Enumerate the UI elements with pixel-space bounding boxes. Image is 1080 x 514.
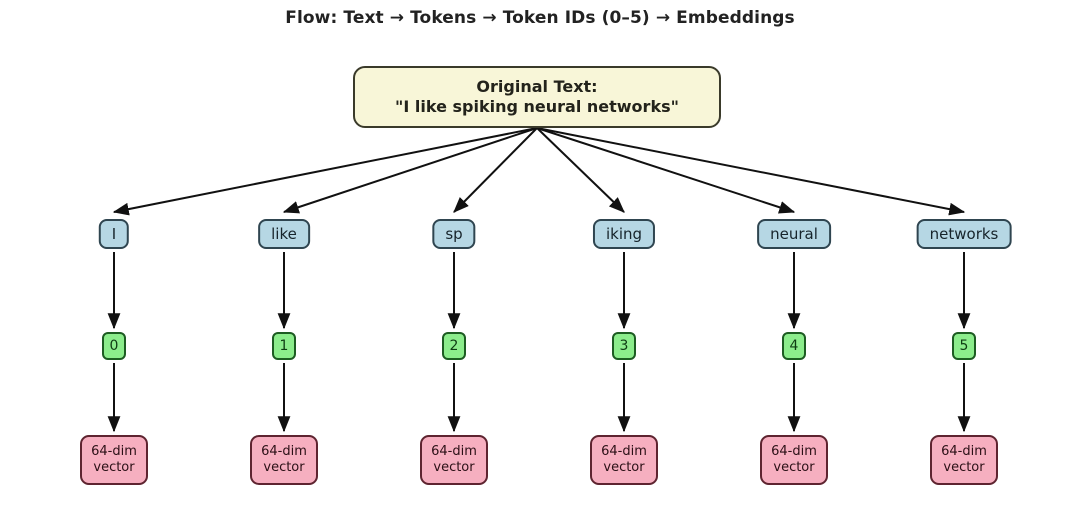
token-id-label: 2 — [449, 338, 459, 354]
token-label: neural — [770, 225, 818, 243]
token-label: I — [111, 225, 117, 243]
embedding-vector-word: vector — [433, 460, 475, 475]
token-id-label: 1 — [279, 338, 289, 354]
token-box: neural — [757, 219, 831, 249]
embedding-vector-dim: 64-dim — [91, 444, 137, 460]
embedding-vector-dim: 64-dim — [431, 444, 477, 460]
embedding-vector-word: vector — [263, 460, 305, 475]
embedding-vector-dim: 64-dim — [261, 444, 307, 460]
embedding-vector-word: vector — [773, 460, 815, 475]
token-box: I — [98, 219, 130, 249]
token-id-label: 0 — [109, 338, 119, 354]
embedding-vector-dim: 64-dim — [601, 444, 647, 460]
token-label: iking — [605, 225, 643, 243]
fanout-arrow — [112, 127, 538, 216]
fanout-arrow — [536, 127, 796, 214]
embedding-vector-dim: 64-dim — [941, 444, 987, 460]
token-id-box: 5 — [952, 332, 976, 360]
fanout-arrow — [282, 127, 538, 214]
token-label: sp — [445, 225, 463, 243]
token-id-box: 1 — [272, 332, 296, 360]
token-id-box: 0 — [102, 332, 126, 360]
embedding-vector-word: vector — [93, 460, 135, 475]
token-id-box: 2 — [442, 332, 466, 360]
original-text-value: "I like spiking neural networks" — [395, 97, 679, 116]
id-to-vector-arrow-group — [107, 363, 971, 433]
embedding-vector-dim: 64-dim — [771, 444, 817, 460]
embedding-vector-word: vector — [603, 460, 645, 475]
embedding-vector-word: vector — [943, 460, 985, 475]
fanout-arrow-group — [112, 127, 966, 216]
token-id-box: 4 — [782, 332, 806, 360]
fanout-arrow — [453, 127, 538, 213]
token-box: networks — [916, 219, 1012, 249]
fanout-arrow — [536, 127, 966, 216]
token-id-label: 4 — [789, 338, 799, 354]
token-box: sp — [432, 219, 476, 249]
token-id-label: 5 — [959, 338, 969, 354]
fanout-arrow — [536, 127, 625, 213]
page-title: Flow: Text → Tokens → Token IDs (0–5) → … — [285, 8, 795, 28]
original-text-label: Original Text: — [476, 76, 598, 96]
token-label: networks — [929, 225, 999, 243]
token-id-label: 3 — [619, 338, 629, 354]
token-id-box: 3 — [612, 332, 636, 360]
token-to-id-arrow-group — [107, 252, 971, 330]
token-box: like — [258, 219, 310, 249]
token-box: iking — [592, 219, 656, 249]
token-label: like — [271, 225, 297, 243]
original-text-box: Original Text: "I like spiking neural ne… — [353, 66, 721, 128]
